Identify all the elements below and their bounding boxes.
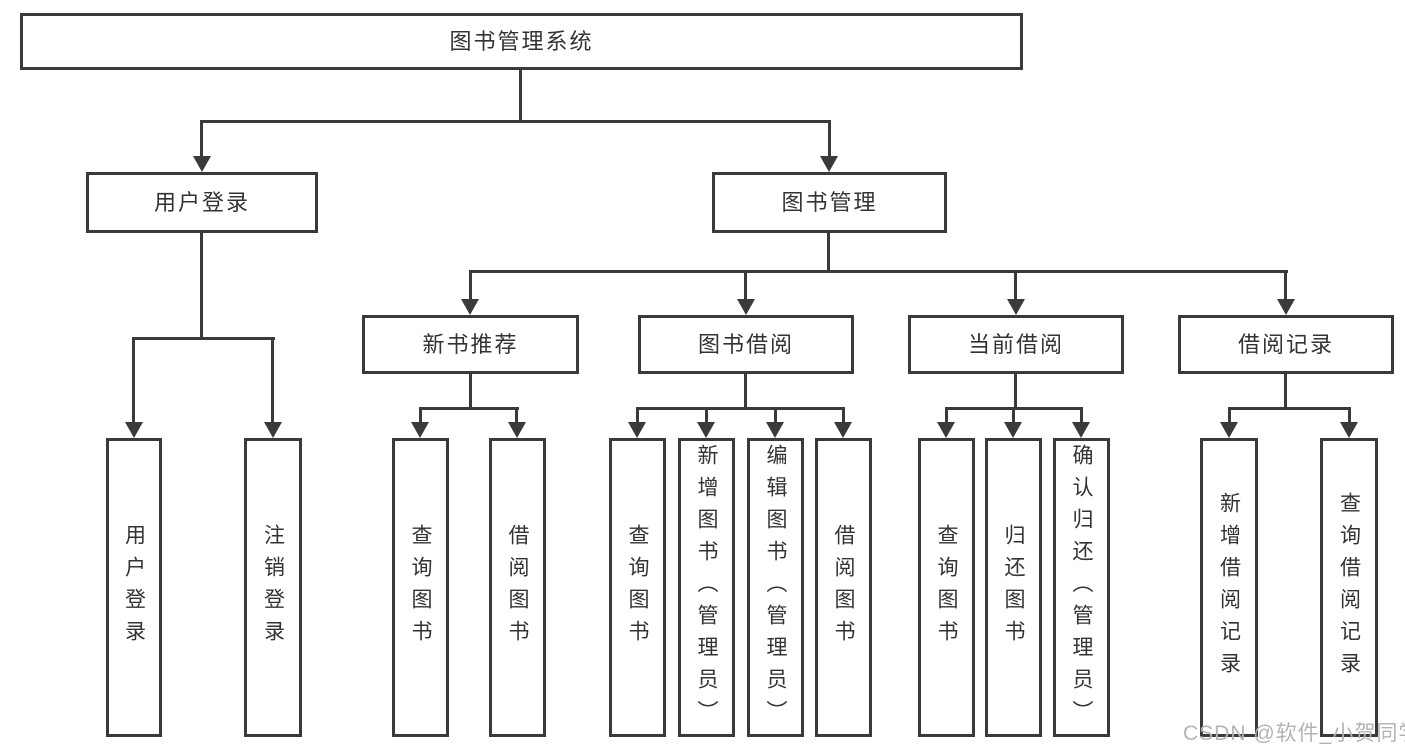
arrowhead-down-icon xyxy=(508,422,526,438)
arrowhead-down-icon xyxy=(1220,422,1238,438)
connector-drop xyxy=(842,407,845,424)
arrowhead-down-icon xyxy=(937,422,955,438)
node-label: 新增图书（管理员） xyxy=(695,443,718,732)
connector-drop xyxy=(1080,407,1083,424)
arrowhead-down-icon xyxy=(1340,422,1358,438)
leaf-confirm-return-admin: 确认归还（管理员） xyxy=(1053,438,1110,737)
connector-drop xyxy=(774,407,777,424)
node-user-login: 用户登录 xyxy=(86,172,318,233)
node-label: 归还图书 xyxy=(1002,523,1025,652)
node-book-management: 图书管理 xyxy=(712,172,947,233)
node-new-book-recommend: 新书推荐 xyxy=(362,315,579,374)
connector-drop xyxy=(469,270,472,303)
node-label: 查询借阅记录 xyxy=(1337,491,1361,684)
leaf-borrow-books-recommend: 借阅图书 xyxy=(489,438,546,737)
node-label: 查询图书 xyxy=(409,523,432,652)
connector-drop xyxy=(132,337,135,424)
arrowhead-down-icon xyxy=(461,299,479,315)
connector-stem xyxy=(744,374,747,408)
arrowhead-down-icon xyxy=(1007,299,1025,315)
leaf-query-books-current: 查询图书 xyxy=(918,438,975,737)
arrowhead-down-icon xyxy=(766,422,784,438)
connector-drop xyxy=(636,407,639,424)
connector-drop xyxy=(1228,407,1231,424)
node-label: 查询图书 xyxy=(935,523,958,652)
connector-drop xyxy=(744,270,747,303)
arrowhead-down-icon xyxy=(697,422,715,438)
leaf-edit-book-admin: 编辑图书（管理员） xyxy=(747,438,804,737)
leaf-query-books-recommend: 查询图书 xyxy=(392,438,449,737)
connector-user-login-split xyxy=(133,337,275,340)
connector-book-mgmt-stem xyxy=(827,233,830,272)
connector-drop xyxy=(1348,407,1351,424)
node-current-borrow: 当前借阅 xyxy=(908,315,1124,374)
leaf-query-borrow-record: 查询借阅记录 xyxy=(1320,438,1378,737)
leaf-query-books-borrow: 查询图书 xyxy=(609,438,666,737)
connector-drop xyxy=(1014,270,1017,303)
connector-drop xyxy=(419,407,422,424)
node-label: 新书推荐 xyxy=(422,331,519,357)
arrowhead-down-icon xyxy=(193,156,211,172)
leaf-add-borrow-record: 新增借阅记录 xyxy=(1200,438,1258,737)
connector-drop xyxy=(1284,270,1287,303)
leaf-add-book-admin: 新增图书（管理员） xyxy=(678,438,735,737)
node-label: 图书管理系统 xyxy=(449,28,594,54)
arrowhead-down-icon xyxy=(125,422,143,438)
connector-stem xyxy=(1284,374,1287,408)
arrowhead-down-icon xyxy=(820,156,838,172)
connector-drop xyxy=(1012,407,1015,424)
watermark: CSDN @软件_小贺同学 xyxy=(1183,722,1405,745)
leaf-borrow-books: 借阅图书 xyxy=(815,438,872,737)
connector-drop xyxy=(705,407,708,424)
arrowhead-down-icon xyxy=(834,422,852,438)
node-borrow-records: 借阅记录 xyxy=(1178,315,1394,374)
node-book-borrow: 图书借阅 xyxy=(638,315,854,374)
node-label: 用户登录 xyxy=(153,189,250,215)
node-label: 借阅图书 xyxy=(832,523,855,652)
node-label: 确认归还（管理员） xyxy=(1070,443,1093,732)
node-label: 图书借阅 xyxy=(697,331,794,357)
node-label: 编辑图书（管理员） xyxy=(764,443,787,732)
connector-root-split xyxy=(200,120,831,123)
leaf-logout: 注销登录 xyxy=(244,438,302,737)
connector-drop xyxy=(271,337,274,424)
node-label: 图书管理 xyxy=(781,189,878,215)
connector-split xyxy=(419,407,519,410)
node-label: 用户登录 xyxy=(122,523,146,652)
leaf-user-login: 用户登录 xyxy=(106,438,162,737)
node-label: 查询图书 xyxy=(626,523,649,652)
connector-drop xyxy=(200,120,203,158)
node-label: 新增借阅记录 xyxy=(1217,491,1241,684)
connector-drop xyxy=(945,407,948,424)
arrowhead-down-icon xyxy=(264,422,282,438)
arrowhead-down-icon xyxy=(737,299,755,315)
connector-drop xyxy=(515,407,518,424)
connector-stem xyxy=(1014,374,1017,408)
arrowhead-down-icon xyxy=(628,422,646,438)
connector-user-login-stem xyxy=(200,233,203,338)
connector-stem xyxy=(469,374,472,408)
connector-split xyxy=(1228,407,1350,410)
node-label: 当前借阅 xyxy=(967,331,1064,357)
node-system-root: 图书管理系统 xyxy=(20,13,1023,70)
node-label: 借阅图书 xyxy=(506,523,529,652)
node-label: 借阅记录 xyxy=(1237,331,1334,357)
arrowhead-down-icon xyxy=(1277,299,1295,315)
connector-split xyxy=(636,407,845,410)
connector-book-mgmt-split xyxy=(469,270,1288,273)
connector-root-stem xyxy=(519,70,522,123)
node-label: 注销登录 xyxy=(261,523,285,652)
leaf-return-book: 归还图书 xyxy=(985,438,1042,737)
connector-drop xyxy=(828,120,831,158)
arrowhead-down-icon xyxy=(1004,422,1022,438)
arrowhead-down-icon xyxy=(1072,422,1090,438)
arrowhead-down-icon xyxy=(411,422,429,438)
